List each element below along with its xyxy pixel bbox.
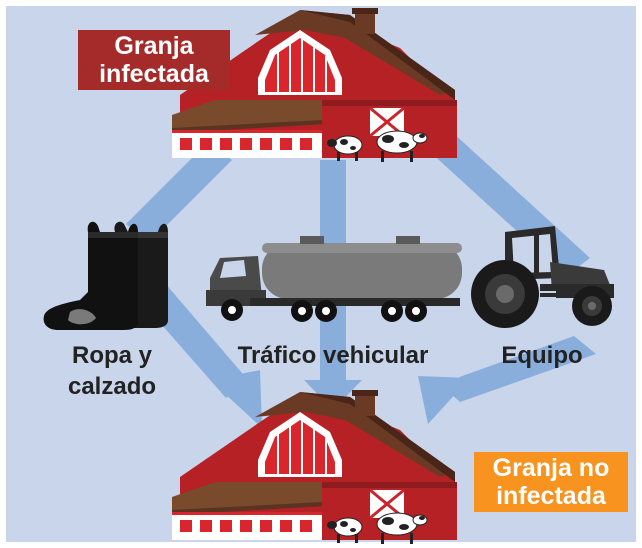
boots-icon [43, 221, 168, 330]
vector-label-vehicle-traffic-line1: Tráfico vehicular [237, 342, 429, 369]
transmission-arrows [126, 132, 596, 428]
vector-label-clothing-line1: Ropa y [71, 342, 152, 369]
uninfected-farm-label-line1: Granja no [492, 454, 610, 482]
arrow-right-lower [440, 336, 596, 402]
vector-label-clothing: Ropa y calzado [44, 340, 180, 402]
vector-label-equipment: Equipo [490, 340, 594, 371]
vector-label-vehicle-traffic: Tráfico vehicular [222, 340, 444, 371]
infected-farm-label-line2: infectada [99, 60, 209, 88]
infected-farm-label-line1: Granja [114, 32, 194, 60]
uninfected-farm-label-line2: infectada [496, 482, 606, 510]
arrow-right-head [418, 376, 470, 424]
tanker-truck-icon [206, 236, 462, 322]
uninfected-farm-label: Granja no infectada [474, 452, 628, 512]
tractor-icon [471, 226, 614, 328]
arrow-left-upper [126, 142, 232, 242]
arrow-center-head [304, 380, 362, 410]
arrow-left-head [210, 370, 262, 428]
vector-label-clothing-line2: calzado [67, 373, 157, 400]
infected-farm-label: Granja infectada [78, 30, 230, 90]
vector-label-equipment-line1: Equipo [501, 342, 583, 369]
